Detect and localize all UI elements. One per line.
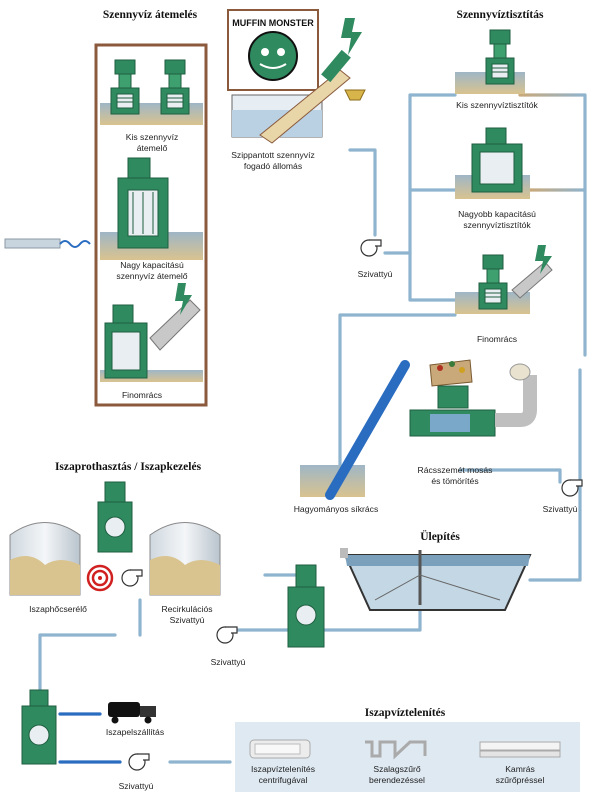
label-centrifuge-1: Iszapvíztelenítés (251, 764, 315, 774)
label-small-lift-2: átemelő (137, 143, 168, 153)
label-pump-center: Szivattyú (358, 269, 393, 279)
screenings-washer (409, 359, 537, 437)
small-treatment-plants (455, 29, 525, 94)
label-pump-right: Szivattyú (543, 504, 578, 514)
section-title-pumping: Szennyvíz átemelés (103, 9, 198, 21)
large-lift-station (100, 157, 203, 260)
label-screen-right: Finomrács (477, 334, 517, 344)
logo-text: MUFFIN MONSTER (232, 18, 314, 28)
label-recirc-2: Szivattyú (170, 615, 205, 625)
label-receiving-2: fogadó állomás (244, 161, 302, 171)
label-small-treat: Kis szennyvíztisztítók (456, 100, 538, 110)
digesters (9, 522, 221, 596)
label-large-treat-2: szennyvíztisztítók (463, 220, 531, 230)
sludge-pump-grinder (287, 564, 325, 648)
receiving-station: MUFFIN MONSTER (227, 9, 366, 144)
label-heat-exchanger: Iszaphőcserélő (29, 604, 87, 614)
label-pump-sludge: Szivattyú (211, 657, 246, 667)
pump-bottom (128, 753, 150, 771)
dewatering-panel (235, 722, 580, 792)
heat-exchanger-icon (86, 564, 114, 592)
sludge-truck-icon (108, 702, 156, 724)
fine-screen-left (100, 283, 203, 382)
large-treatment-plants (455, 127, 530, 199)
muffin-monster-logo (248, 31, 298, 81)
sludge-grinder (97, 481, 133, 553)
bottom-grinder (21, 689, 57, 765)
label-receiving-1: Szippantott szennyvíz (231, 150, 315, 160)
label-pump-bottom: Szivattyú (119, 781, 154, 791)
conventional-bar-screen (300, 360, 410, 500)
section-title-treatment: Szennyvíztisztítás (457, 9, 544, 21)
label-wash-2: és tömörítés (431, 476, 478, 486)
label-recirc-1: Recirkulációs (161, 604, 212, 614)
label-large-treat-1: Nagyobb kapacitású (458, 209, 536, 219)
small-lift-station (100, 59, 203, 125)
pump-sludge (216, 626, 238, 644)
label-press-2: szűrőpréssel (496, 775, 545, 785)
label-screen-left: Finomrács (122, 390, 162, 400)
section-title-settling: Ülepítés (420, 529, 460, 543)
label-large-lift-1: Nagy kapacitású (120, 260, 184, 270)
label-belt-2: berendezéssel (369, 775, 425, 785)
label-centrifuge-2: centrifugával (259, 775, 308, 785)
pump-center (360, 239, 382, 257)
fine-screen-right (455, 245, 553, 314)
label-small-lift-1: Kis szennyvíz (126, 132, 179, 142)
label-wash-1: Rácsszemét mosás (418, 465, 493, 475)
label-large-lift-2: szennyvíz átemelő (116, 271, 187, 281)
recirc-pump-icon (121, 569, 143, 587)
settling-tank (340, 548, 532, 611)
label-conventional: Hagyományos síkrács (294, 504, 379, 514)
section-title-sludge: Iszaprothasztás / Iszapkezelés (55, 461, 202, 473)
label-belt-1: Szalagszűrő (373, 764, 421, 774)
section-title-dewatering: Iszapvíztelenítés (365, 707, 446, 719)
label-press-1: Kamrás (505, 764, 535, 774)
label-transport: Iszapelszállítás (106, 727, 164, 737)
